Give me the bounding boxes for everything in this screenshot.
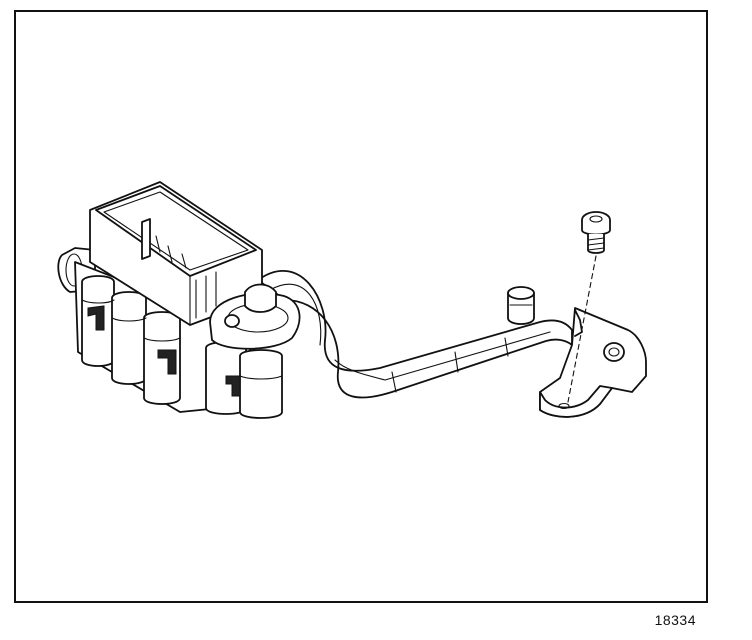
tube-connection xyxy=(209,283,301,350)
figure-frame xyxy=(14,10,708,603)
tube-fitting xyxy=(507,286,535,325)
figure-number: 18334 xyxy=(654,612,696,628)
solenoid-assembly xyxy=(57,247,283,419)
mounting-bracket xyxy=(539,307,647,418)
harness-tube xyxy=(257,270,573,399)
mounting-bolt xyxy=(567,211,611,403)
